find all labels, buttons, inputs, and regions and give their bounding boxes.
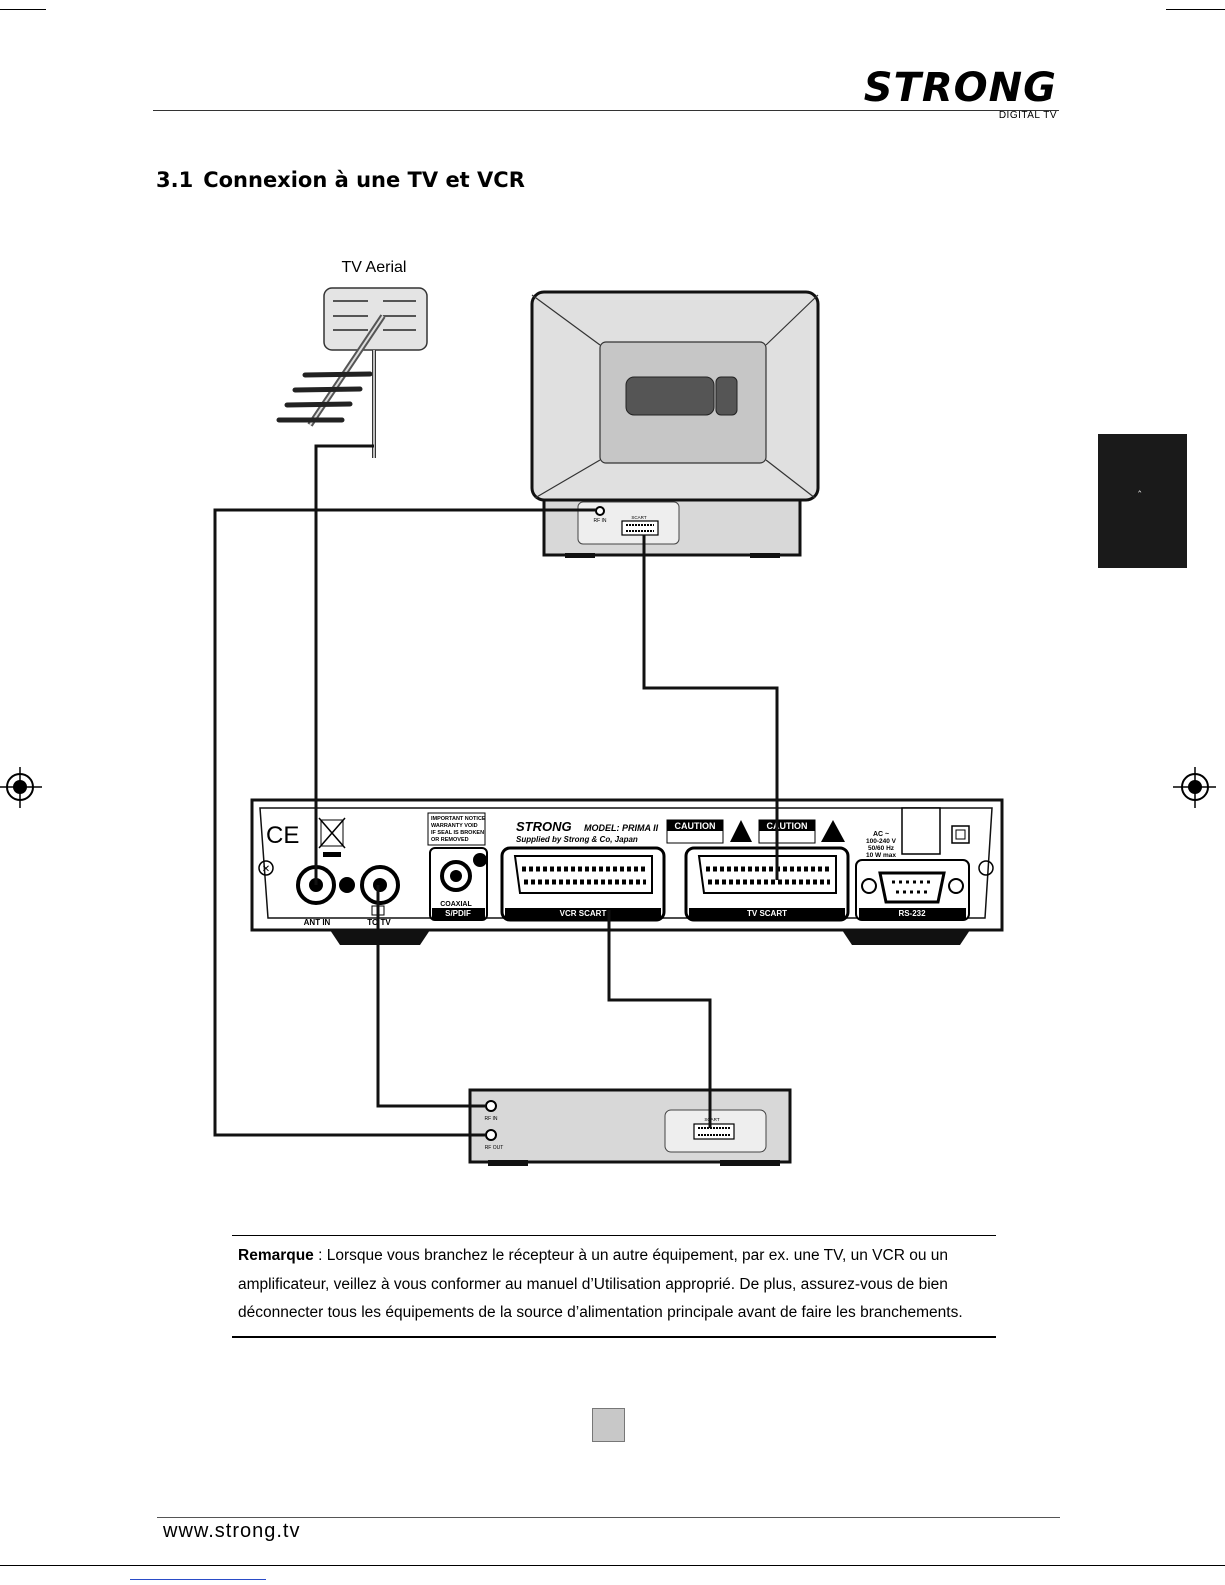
receiver-supplied: Supplied by Strong & Co, Japan [516, 835, 638, 844]
tab-mark: ‸ [1138, 482, 1142, 493]
section-heading: 3.1 Connexion à une TV et VCR [156, 168, 525, 192]
registration-mark-left [0, 767, 42, 808]
cable-tv-scart [642, 535, 779, 880]
tv-scart-label: SCART [631, 515, 646, 520]
chapter-tab: ‸ [1098, 434, 1187, 568]
brand-name: STRONG [863, 65, 1057, 111]
receiver-model: MODEL: PRIMA II [584, 823, 659, 833]
ce-mark: CE [266, 822, 299, 849]
coaxial-label: COAXIAL [440, 901, 472, 908]
aerial-icon [276, 287, 428, 458]
cable-tv-rf-vcr-rf-out [213, 508, 596, 1137]
tv-scart-label: TV SCART [747, 909, 787, 918]
crop-mark [1166, 9, 1225, 10]
aerial-label: TV Aerial [342, 259, 407, 276]
power-line-1: AC ~ [873, 831, 889, 838]
header-rule [153, 110, 1059, 111]
vcr-rf-in-label: RF IN [484, 1116, 497, 1122]
brand-subtitle: DIGITAL TV [998, 110, 1057, 121]
rs232-label: RS-232 [898, 909, 926, 918]
cables [213, 444, 779, 1137]
section-number: 3.1 [156, 168, 194, 192]
vcr-scart-port-label: SCART [704, 1117, 719, 1122]
crop-mark [0, 9, 46, 10]
power-line-4: 10 W max [866, 852, 896, 859]
page-number-box [592, 1408, 625, 1442]
power-line-2: 100-240 V [866, 838, 897, 845]
notice-line-3: IF SEAL IS BROKEN [431, 830, 484, 836]
crop-mark [0, 1565, 1225, 1566]
receiver-brand: STRONG [516, 819, 572, 834]
note-box: Remarque : Lorsque vous branchez le réce… [232, 1235, 996, 1338]
footer-url: www.strong.tv [163, 1520, 301, 1542]
notice-line-4: OR REMOVED [431, 837, 469, 843]
brand-logo: STRONG DIGITAL TV [864, 66, 1057, 121]
notice-line-1: IMPORTANT NOTICE [431, 816, 486, 822]
registration-mark-right [1173, 767, 1216, 808]
vcr-icon: RF IN RF OUT SCART [468, 1088, 792, 1166]
receiver-back-panel: CE ✕ ANT IN TO TV IMPORTANT NOTICE WARRA… [250, 798, 1004, 945]
footer-rule [157, 1517, 1060, 1518]
television-icon: RF IN SCART [530, 290, 820, 558]
spdif-label: S/PDIF [445, 909, 471, 918]
svg-text:✕: ✕ [262, 864, 270, 875]
cable-to-tv-vcr-rf-in [376, 885, 486, 1108]
cable-aerial-ant-in [314, 444, 374, 885]
power-line-3: 50/60 Hz [868, 845, 895, 852]
cable-vcr-scart [607, 910, 712, 1128]
ant-in-label: ANT IN [304, 918, 331, 927]
vcr-scart-label: VCR SCART [560, 909, 607, 918]
caution-label-1: CAUTION [675, 821, 716, 831]
note-label: Remarque [238, 1247, 314, 1264]
link-underline [130, 1579, 266, 1580]
weee-icon [318, 817, 346, 857]
vcr-rf-out-label: RF OUT [485, 1145, 504, 1151]
note-text: : Lorsque vous branchez le récepteur à u… [238, 1247, 963, 1321]
section-title: Connexion à une TV et VCR [203, 168, 525, 192]
caution-label-2: CAUTION [767, 821, 808, 831]
tv-rf-in-label: RF IN [593, 518, 606, 524]
notice-line-2: WARRANTY VOID [431, 823, 478, 829]
